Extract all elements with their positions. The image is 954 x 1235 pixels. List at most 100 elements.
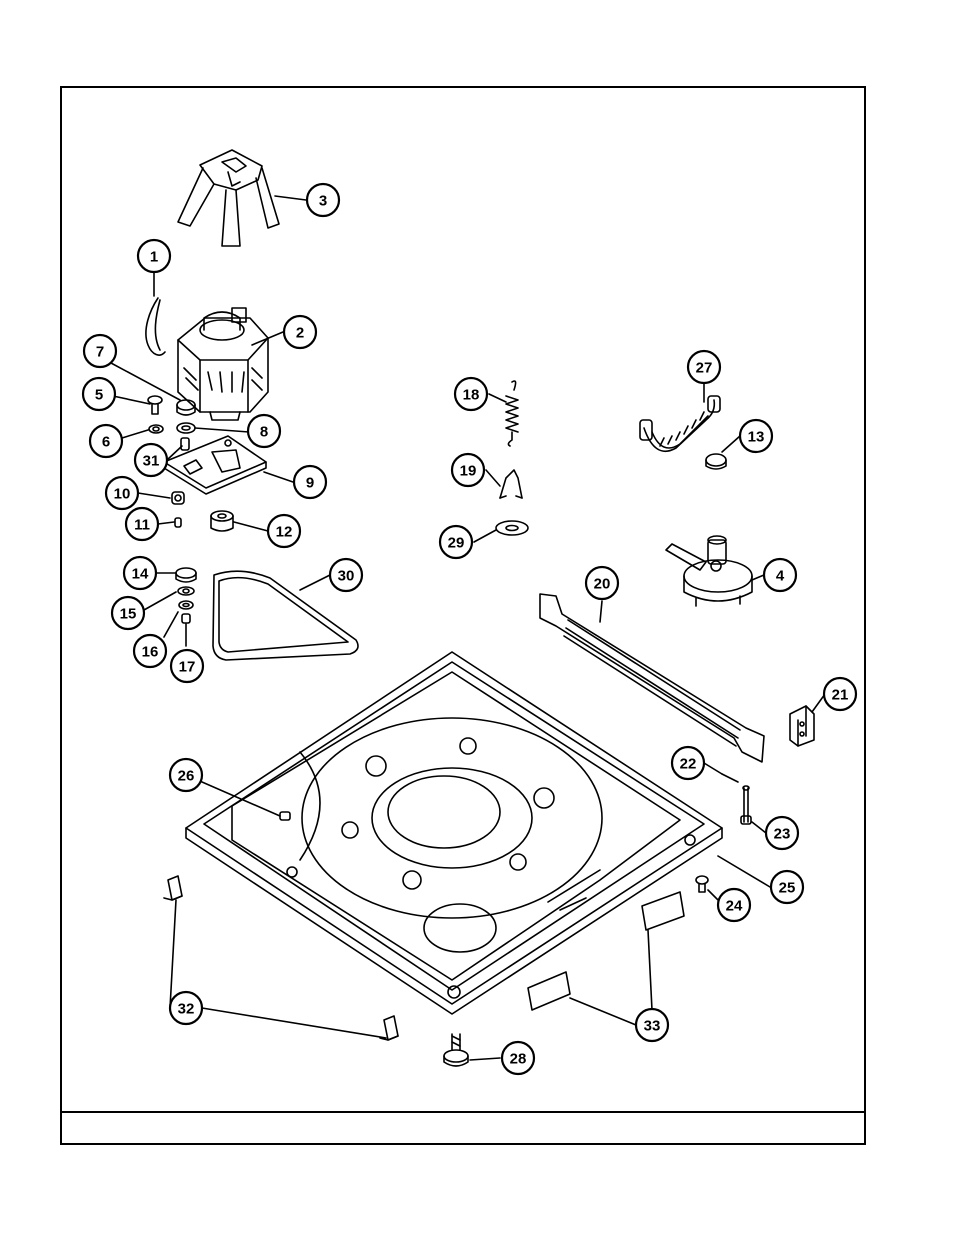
callout-2: 2 <box>282 314 318 350</box>
part-15-drawing <box>177 586 195 596</box>
callout-18-circle <box>453 376 489 412</box>
callout-33-label: 33 <box>644 1018 661 1035</box>
callout-7: 7 <box>82 333 118 369</box>
callout-32-label: 32 <box>178 1001 195 1018</box>
part-8-drawing <box>176 422 196 434</box>
callout-10: 10 <box>104 475 140 511</box>
part-18-drawing <box>505 380 519 447</box>
part-33-drawing <box>527 891 685 1011</box>
callout-26: 26 <box>168 757 204 793</box>
callout-26-circle <box>168 757 204 793</box>
part-3-drawing <box>177 149 280 247</box>
callout-11: 11 <box>124 506 160 542</box>
callout-25-label: 25 <box>779 880 796 897</box>
callout-27-label: 27 <box>696 360 713 377</box>
part-32-drawing <box>163 875 399 1041</box>
callout-33: 33 <box>634 1007 670 1043</box>
callout-31: 31 <box>133 442 169 478</box>
callout-28: 28 <box>500 1040 536 1076</box>
callout-5: 5 <box>81 376 117 412</box>
callout-17-label: 17 <box>179 659 196 676</box>
callout-24-circle <box>716 887 752 923</box>
callout-21-label: 21 <box>832 687 849 704</box>
callout-6-circle <box>88 423 124 459</box>
callout-1: 1 <box>136 238 172 274</box>
part-27-drawing <box>639 395 721 453</box>
callout-27-circle <box>686 349 722 385</box>
callout-5-circle <box>81 376 117 412</box>
callout-14-label: 14 <box>132 566 149 583</box>
callout-8: 8 <box>246 413 282 449</box>
callout-13: 13 <box>738 418 774 454</box>
callout-28-circle <box>500 1040 536 1076</box>
part-20-drawing <box>539 593 765 763</box>
leader-lines <box>110 195 826 1061</box>
callout-25-circle <box>769 869 805 905</box>
callout-16: 16 <box>132 633 168 669</box>
callout-27: 27 <box>686 349 722 385</box>
callout-4: 4 <box>762 557 798 593</box>
part-21-drawing <box>789 705 815 747</box>
callout-7-circle <box>82 333 118 369</box>
callout-24-label: 24 <box>726 898 743 915</box>
callout-5-label: 5 <box>95 387 103 404</box>
callout-10-label: 10 <box>114 486 131 503</box>
callout-2-circle <box>282 314 318 350</box>
callout-22-label: 22 <box>680 756 697 773</box>
callout-13-circle <box>738 418 774 454</box>
callout-29: 29 <box>438 524 474 560</box>
callout-29-circle <box>438 524 474 560</box>
callout-7-label: 7 <box>96 344 104 361</box>
callout-20: 20 <box>584 565 620 601</box>
part-25-drawing <box>185 651 723 1015</box>
callout-20-label: 20 <box>594 576 611 593</box>
callout-19: 19 <box>450 452 486 488</box>
callout-14-circle <box>122 555 158 591</box>
part-5-drawing <box>147 395 163 415</box>
callout-4-circle <box>762 557 798 593</box>
diagram-frame <box>60 86 866 1145</box>
part-1-drawing <box>145 297 166 356</box>
callout-2-label: 2 <box>296 325 304 342</box>
callout-30-circle <box>328 557 364 593</box>
callout-11-label: 11 <box>134 517 150 534</box>
callout-29-label: 29 <box>448 535 465 552</box>
part-12-drawing <box>210 510 234 532</box>
callout-21-circle <box>822 676 858 712</box>
part-10-drawing <box>171 491 185 505</box>
part-14-drawing <box>175 567 197 583</box>
callout-10-circle <box>104 475 140 511</box>
callout-12-circle <box>266 513 302 549</box>
callout-15-circle <box>110 595 146 631</box>
part-19-drawing <box>499 469 523 499</box>
callout-12-label: 12 <box>276 524 293 541</box>
callout-30: 30 <box>328 557 364 593</box>
callout-15-label: 15 <box>120 606 137 623</box>
callout-8-circle <box>246 413 282 449</box>
callout-31-circle <box>133 442 169 478</box>
callout-9-circle <box>292 464 328 500</box>
callout-20-circle <box>584 565 620 601</box>
part-2-drawing <box>177 307 269 421</box>
part-17-drawing <box>181 613 191 624</box>
callout-19-label: 19 <box>460 463 477 480</box>
callout-3: 3 <box>305 182 341 218</box>
part-7-drawing <box>176 399 196 416</box>
callout-26-label: 26 <box>178 768 195 785</box>
callout-12: 12 <box>266 513 302 549</box>
part-31-drawing <box>180 437 190 451</box>
footer-divider <box>60 1111 866 1113</box>
part-24-drawing <box>695 875 709 893</box>
callout-33-circle <box>634 1007 670 1043</box>
callout-15: 15 <box>110 595 146 631</box>
callout-9-label: 9 <box>306 475 314 492</box>
callout-6: 6 <box>88 423 124 459</box>
callout-19-circle <box>450 452 486 488</box>
part-23-drawing <box>740 785 752 825</box>
callout-6-label: 6 <box>102 434 110 451</box>
callout-30-label: 30 <box>338 568 355 585</box>
part-4-drawing <box>665 535 753 607</box>
callout-23-label: 23 <box>774 826 791 843</box>
callout-16-label: 16 <box>142 644 159 661</box>
